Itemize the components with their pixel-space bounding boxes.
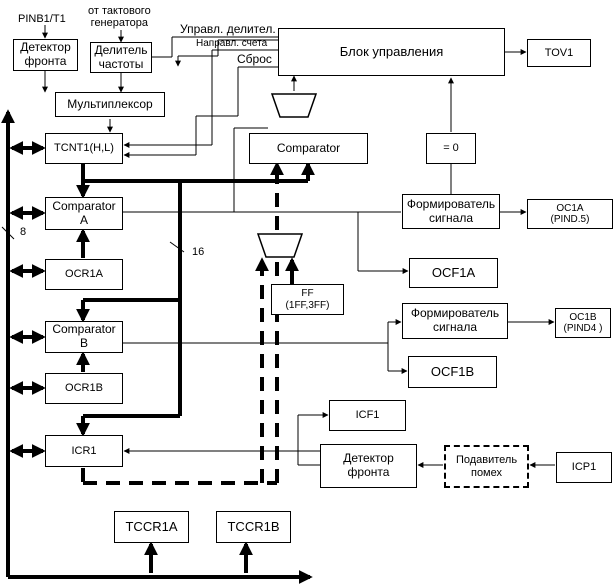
edge-detector-icp: Детектор фронта [320, 444, 417, 488]
dashed-bus [81, 161, 284, 485]
ff-block: FF (1FF,3FF) [271, 284, 344, 315]
tccr1b-register: TCCR1B [216, 511, 291, 543]
data-bus [1, 109, 313, 584]
pin-t1-label: PINB1/T1 [18, 13, 66, 25]
icp1-input: ICP1 [556, 452, 612, 483]
tccr1a-register: TCCR1A [114, 511, 189, 543]
oc1a-output: OC1A (PIND.5) [527, 199, 613, 229]
ocr1b-register: OCR1B [45, 373, 123, 404]
ocr1a-register: OCR1A [45, 259, 123, 290]
ocf1a-flag: OCF1A [409, 258, 498, 288]
tcnt1-register: TCNT1(H,L) [45, 133, 123, 164]
clock-source-label: от тактового генератора [88, 5, 151, 30]
tov1-flag: TOV1 [527, 39, 591, 67]
frequency-divider: Делитель частоты [90, 42, 152, 73]
comparator-a: Comparator A [45, 197, 123, 230]
data-bus-width-label: 8 [20, 226, 27, 238]
multiplexer: Мультиплексор [55, 92, 165, 117]
signal-former-a: Формирователь сигнала [402, 194, 500, 229]
ocf1b-flag: OCF1B [408, 356, 497, 388]
bus-branches [9, 141, 253, 573]
mux-shapes [256, 93, 318, 258]
oc1b-output: OC1B (PIND4 ) [555, 308, 611, 338]
comparator-b: Comparator B [45, 321, 123, 353]
icf1-flag: ICF1 [329, 400, 406, 431]
prescaler-control-label: Управл. делител. [180, 22, 276, 36]
count-direction-label: Направл. счета [196, 38, 268, 49]
noise-canceler: Подавитель помех [444, 445, 529, 488]
signal-lines [42, 25, 555, 468]
control-unit: Блок управления [278, 28, 505, 76]
signal-former-b: Формирователь сигнала [402, 303, 508, 339]
equals-zero-block: = 0 [426, 133, 476, 164]
internal-bus-width-label: 16 [192, 246, 205, 258]
icr1-register: ICR1 [45, 435, 123, 467]
comparator-top: Comparator [249, 133, 368, 164]
reset-label: Сброс [237, 52, 272, 66]
internal-bus [76, 161, 315, 437]
edge-detector-t1: Детектор фронта [13, 39, 78, 71]
